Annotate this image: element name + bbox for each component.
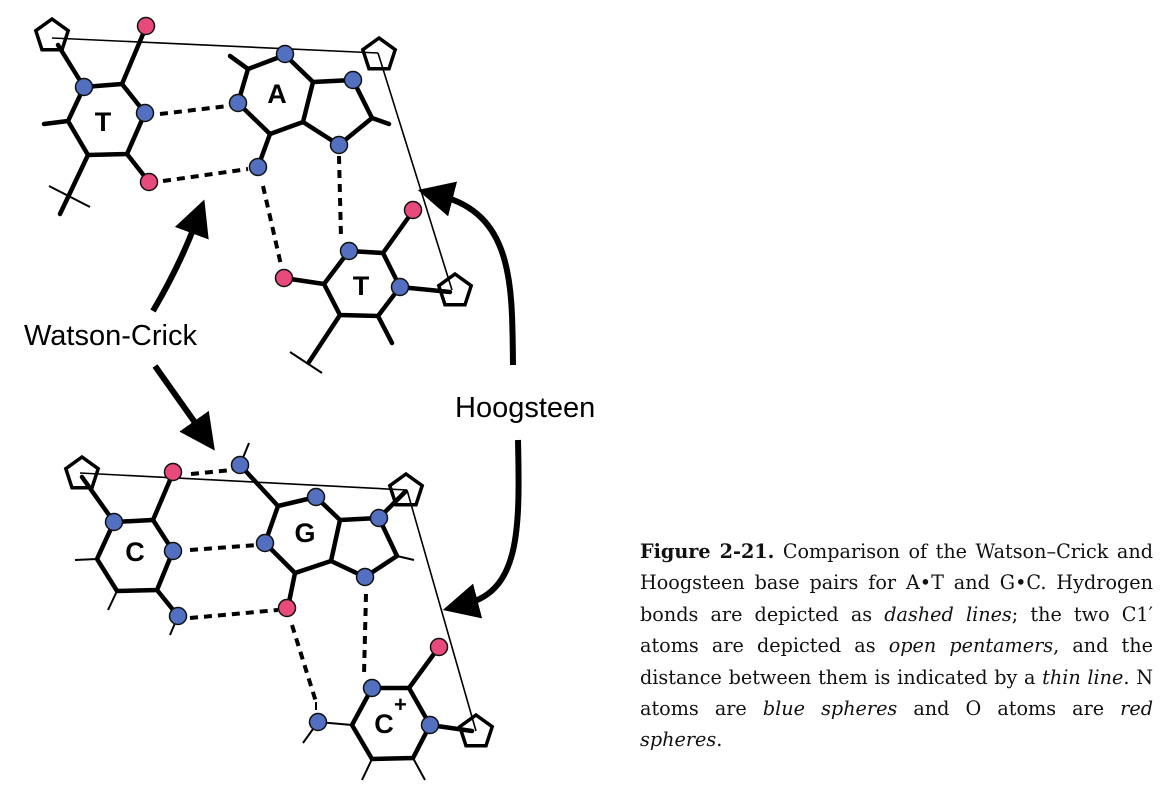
watson-crick-arrows xyxy=(150,199,215,451)
c1-pentamer xyxy=(63,454,101,490)
guanine-structure xyxy=(231,442,415,610)
caption-text: . xyxy=(716,728,723,752)
nitrogen-atom xyxy=(339,241,359,261)
charge-plus: + xyxy=(394,692,407,717)
nitrogen-atom xyxy=(390,277,410,297)
c1-pentamers xyxy=(33,16,495,748)
oxygen-atom xyxy=(274,268,294,288)
base-label-t-hoogsteen: T xyxy=(353,271,370,301)
nitrogen-atom xyxy=(230,455,250,475)
c1-pentamer xyxy=(457,712,495,748)
caption-italic: dashed lines xyxy=(884,602,1012,626)
caption-italic: thin line xyxy=(1042,665,1124,689)
caption-text: . N atoms are xyxy=(640,665,1153,721)
nitrogen-atom xyxy=(163,541,183,561)
nitrogen-atom xyxy=(135,103,155,123)
oxygen-atom xyxy=(277,598,297,618)
figure-caption: Figure 2-21. Comparison of the Watson–Cr… xyxy=(640,536,1153,756)
nitrogen-atom xyxy=(329,135,349,155)
base-label-c: C xyxy=(125,537,145,567)
nitrogen-atom xyxy=(74,77,94,97)
caption-text: ; the two C1′ atoms are depicted as xyxy=(640,602,1153,658)
nitrogen-atom xyxy=(248,157,268,177)
oxygen-atom xyxy=(136,16,156,36)
nitrogen-atom xyxy=(275,44,295,64)
nitrogen-atom xyxy=(343,70,363,90)
atoms xyxy=(74,16,449,735)
caption-italic: red spheres xyxy=(640,697,1153,752)
adenine-structure xyxy=(227,52,392,170)
caption-text: , and the distance between them is indic… xyxy=(640,634,1153,689)
caption-italic: blue spheres xyxy=(762,697,898,721)
hoogsteen-label: Hoogsteen xyxy=(455,392,595,424)
caption-title: Figure 2-21. xyxy=(640,540,775,563)
nitrogen-atom xyxy=(306,487,326,507)
watson-crick-label: Watson-Crick xyxy=(24,320,197,352)
base-label-t: T xyxy=(95,107,112,137)
nitrogen-atom xyxy=(420,715,440,735)
c1-pentamer xyxy=(436,271,474,307)
caption-italic: open pentamers xyxy=(888,634,1054,658)
c1-pentamer xyxy=(360,35,398,71)
c1-pentamer xyxy=(387,471,425,507)
base-label-c-plus: C xyxy=(374,709,394,739)
caption-text: and O atoms are xyxy=(897,697,1121,721)
base-label-g: G xyxy=(294,518,315,548)
nitrogen-atom xyxy=(308,712,328,732)
nitrogen-atom xyxy=(168,606,188,626)
hydrogen-bonds xyxy=(159,104,368,703)
oxygen-atom xyxy=(163,462,183,482)
oxygen-atom xyxy=(403,200,423,220)
nitrogen-atom xyxy=(255,533,275,553)
base-label-a: A xyxy=(267,79,287,109)
hoogsteen-arrows xyxy=(417,181,522,619)
nitrogen-atom xyxy=(104,512,124,532)
oxygen-atom xyxy=(139,172,159,192)
nitrogen-atom xyxy=(355,567,375,587)
caption-text: Comparison of the Watson–Crick and Hoogs… xyxy=(640,540,1153,626)
c1-distance-lines xyxy=(51,37,477,732)
nitrogen-atom xyxy=(362,678,382,698)
nitrogen-atom xyxy=(369,508,389,528)
oxygen-atom xyxy=(429,637,449,657)
nitrogen-atom xyxy=(228,93,248,113)
c1-pentamer xyxy=(33,16,71,52)
